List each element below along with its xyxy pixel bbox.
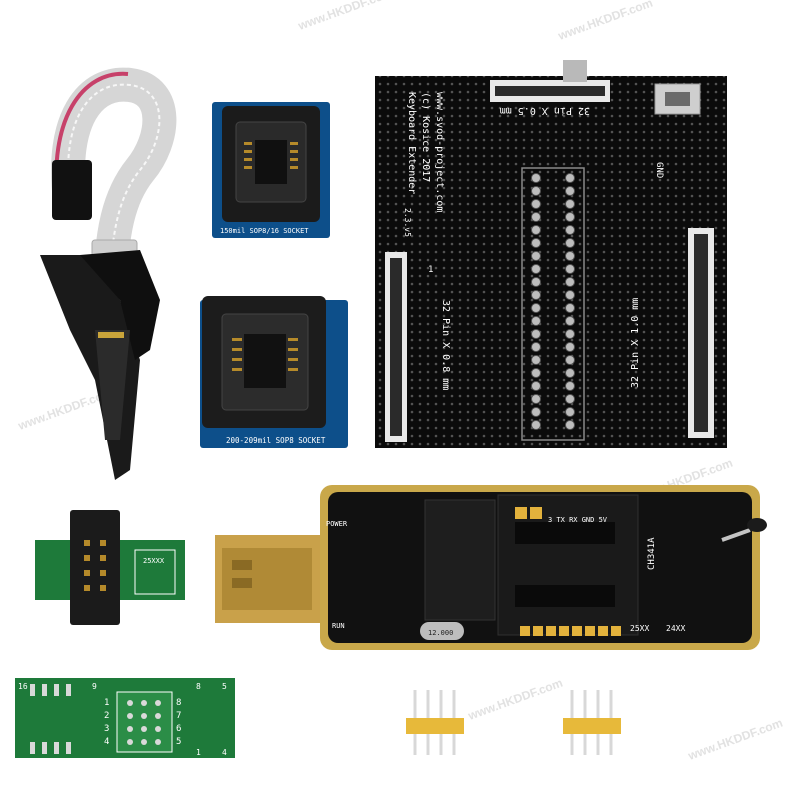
corner-label: 4 — [222, 748, 227, 757]
corner-label: 1 — [196, 748, 201, 757]
pin-hole — [531, 290, 541, 300]
sop8-adapter-board: 1 2 3 4 8 7 6 5 16 9 8 1 5 4 — [15, 678, 235, 758]
label-gnd: GND — [654, 162, 664, 178]
pin-hole — [565, 420, 575, 430]
pin-hole — [531, 381, 541, 391]
pin-hole — [565, 381, 575, 391]
chip-label-25xx: 25XX — [630, 624, 649, 633]
pin-header-strip-2 — [563, 690, 621, 755]
pin-hole — [531, 420, 541, 430]
pin-hole — [531, 394, 541, 404]
pin-header-2x20 — [521, 167, 585, 441]
label-power: POWER — [326, 520, 348, 528]
socket-150mil: 150mil SOP8/16 SOCKET — [212, 102, 330, 238]
pin-hole — [565, 342, 575, 352]
header-label: 3 TX RX GND 5V — [548, 516, 608, 524]
pin-hole — [531, 407, 541, 417]
pin-hole — [531, 238, 541, 248]
socket-200mil: 200-209mil SOP8 SOCKET — [200, 296, 348, 448]
gold-header-top — [515, 507, 542, 519]
label-right-fpc: 32 Pin X 1.0 mm — [630, 298, 641, 388]
pin-label-right-7: 7 — [176, 711, 181, 721]
pin-hole — [565, 329, 575, 339]
socket-200-label: 200-209mil SOP8 SOCKET — [226, 436, 326, 445]
pin-label-left-2: 2 — [104, 711, 109, 721]
corner-label: 16 — [18, 682, 28, 691]
gold-header-bottom — [520, 626, 621, 636]
corner-label: 8 — [196, 682, 201, 691]
keyboard-extender-board: www.svod-project.com (c) Kosice 2017 Key… — [375, 60, 727, 448]
pin-label-right-5: 5 — [176, 737, 181, 747]
pin-hole — [565, 173, 575, 183]
pin-hole — [531, 277, 541, 287]
socket-150-label: 150mil SOP8/16 SOCKET — [220, 227, 309, 235]
pin-hole — [531, 199, 541, 209]
cable-connector — [52, 160, 92, 220]
board-copyright: (c) Kosice 2017 — [420, 92, 431, 182]
pin-hole — [531, 342, 541, 352]
pin-hole — [531, 264, 541, 274]
pin-hole — [565, 225, 575, 235]
ch341a-programmer: 12.000 POWER RUN 3 TX RX GND 5V 25XX 24X… — [215, 485, 767, 650]
pin-hole — [531, 329, 541, 339]
pin-hole — [565, 238, 575, 248]
watermark: www.HKDDF.com — [685, 716, 784, 764]
pin-hole — [565, 303, 575, 313]
model-label: CH341A — [647, 537, 657, 570]
soic-test-clip — [40, 67, 177, 480]
crystal-label: 12.000 — [428, 629, 453, 637]
pin-hole — [565, 290, 575, 300]
pin-label-right-8: 8 — [176, 698, 181, 708]
idc-header — [70, 510, 120, 625]
pin-header-strip-1 — [406, 690, 464, 755]
pin-hole — [565, 407, 575, 417]
pin-hole — [531, 225, 541, 235]
watermark: www.HKDDF.com — [295, 0, 394, 33]
pin-hole — [531, 303, 541, 313]
pin-hole — [531, 355, 541, 365]
pin-hole — [531, 186, 541, 196]
pin-hole — [565, 199, 575, 209]
board-tag: 2.3.v5 — [403, 208, 412, 237]
chip-label-24xx: 24XX — [666, 624, 685, 633]
crystal — [420, 622, 464, 640]
pin-hole — [565, 251, 575, 261]
pin-hole — [565, 277, 575, 287]
watermark: www.HKDDF.com — [555, 0, 654, 43]
pin-label-left-3: 3 — [104, 724, 109, 734]
pin-hole — [531, 316, 541, 326]
corner-label: 9 — [92, 682, 97, 691]
board-name: Keyboard Extender — [406, 92, 417, 194]
pin-hole — [565, 316, 575, 326]
pin-hole — [565, 212, 575, 222]
pin-hole — [531, 173, 541, 183]
pin-hole — [565, 186, 575, 196]
pin-hole — [531, 251, 541, 261]
pin-hole — [531, 212, 541, 222]
pin-label-left-4: 4 — [104, 737, 109, 747]
watermark: www.HKDDF.com — [465, 676, 564, 724]
adapter-25xxx: 25XXX — [35, 510, 185, 625]
pin-label-right-6: 6 — [176, 724, 181, 734]
corner-label: 5 — [222, 682, 227, 691]
board-url: www.svod-project.com — [434, 92, 445, 212]
label-left-fpc: 32 Pin X 0.8 mm — [440, 300, 451, 390]
pin-hole — [565, 264, 575, 274]
adapter-25xxx-label: 25XXX — [143, 557, 165, 565]
pin-hole — [565, 394, 575, 404]
pin-hole — [531, 368, 541, 378]
pin1-marker: 1 — [428, 265, 433, 275]
label-top-fpc: 32 Pin X 0.5 mm — [500, 105, 590, 116]
pin-hole — [565, 368, 575, 378]
pin-hole — [565, 355, 575, 365]
label-run: RUN — [332, 622, 345, 630]
pin-label-left-1: 1 — [104, 698, 109, 708]
